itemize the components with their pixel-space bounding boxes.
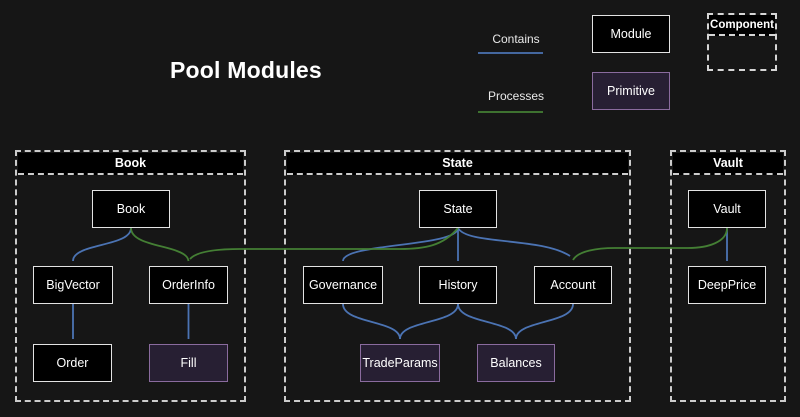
- node-account: Account: [534, 266, 612, 304]
- node-order: Order: [33, 344, 112, 382]
- legend-module-label: Module: [610, 27, 652, 41]
- node-bigvector: BigVector: [33, 266, 113, 304]
- container-book-header: Book: [18, 153, 243, 175]
- page-title: Pool Modules: [170, 57, 322, 83]
- node-vault-label: Vault: [713, 202, 741, 216]
- legend-component-label: Component: [709, 15, 775, 36]
- container-book: Book: [15, 150, 246, 402]
- node-deepprice: DeepPrice: [688, 266, 766, 304]
- node-history: History: [419, 266, 497, 304]
- node-book: Book: [92, 190, 170, 228]
- node-balances: Balances: [477, 344, 555, 382]
- node-tradeparams: TradeParams: [360, 344, 440, 382]
- node-history-label: History: [438, 278, 478, 292]
- legend-component-box: Component: [707, 13, 777, 71]
- legend-module-box: Module: [592, 15, 670, 53]
- container-vault: Vault: [670, 150, 786, 402]
- legend-primitive-box: Primitive: [592, 72, 670, 110]
- container-state-header: State: [287, 153, 628, 175]
- node-state: State: [419, 190, 497, 228]
- legend-processes-label: Processes: [487, 89, 545, 103]
- node-book-label: Book: [116, 202, 146, 216]
- node-order-label: Order: [56, 356, 89, 370]
- node-fill-label: Fill: [180, 356, 197, 370]
- node-state-label: State: [443, 202, 473, 216]
- container-state: State: [284, 150, 631, 402]
- node-bigvector-label: BigVector: [46, 278, 100, 292]
- node-balances-label: Balances: [490, 356, 542, 370]
- node-fill: Fill: [149, 344, 228, 382]
- node-account-label: Account: [550, 278, 596, 292]
- legend-contains-label: Contains: [492, 32, 540, 46]
- node-governance: Governance: [303, 266, 383, 304]
- node-vault: Vault: [688, 190, 766, 228]
- node-orderinfo: OrderInfo: [149, 266, 228, 304]
- node-orderinfo-label: OrderInfo: [162, 278, 215, 292]
- node-deepprice-label: DeepPrice: [697, 278, 757, 292]
- node-tradeparams-label: TradeParams: [362, 356, 438, 370]
- container-vault-header: Vault: [673, 153, 783, 175]
- node-governance-label: Governance: [308, 278, 378, 292]
- legend-primitive-label: Primitive: [607, 84, 655, 98]
